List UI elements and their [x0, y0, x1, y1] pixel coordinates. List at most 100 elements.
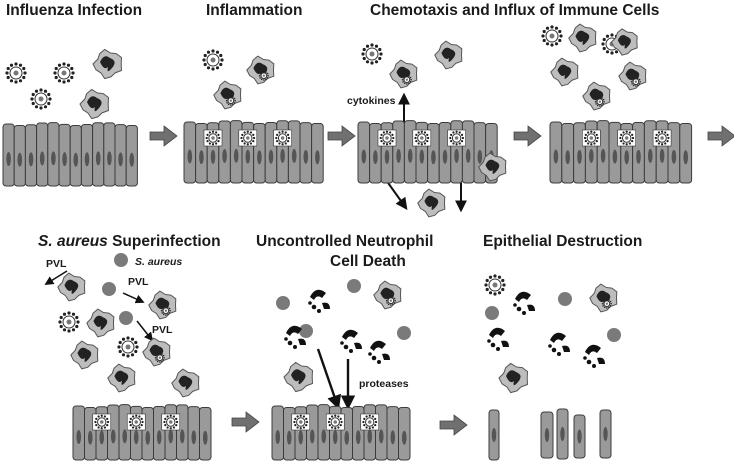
epithelial-cell: [549, 121, 563, 184]
infected-cell-marker: [617, 129, 637, 147]
process-arrow-icon: [327, 125, 356, 147]
influenza-virus-icon: [5, 62, 27, 84]
process-arrow-icon: [513, 125, 542, 147]
label-s-aureus: S. aureus: [135, 256, 182, 268]
influenza-virus-icon: [601, 298, 612, 309]
influenza-virus-icon: [630, 76, 641, 87]
panel-title-superinfection: S. aureus Superinfection: [38, 233, 221, 250]
epithelial-cell: [2, 123, 15, 187]
epithelial-cell: [118, 404, 131, 461]
influenza-virus-icon: [361, 43, 383, 65]
neutrophil-icon: [498, 362, 528, 394]
influenza-virus-icon: [484, 274, 506, 296]
infected-cell-marker: [291, 413, 311, 431]
destroyed-epithelial-cell: [556, 408, 569, 460]
influenza-virus-icon: [293, 414, 309, 430]
infected-cell-marker: [412, 129, 432, 147]
epithelial-cell: [271, 405, 284, 461]
influenza-virus-icon: [30, 88, 52, 110]
neutrophil-icon: [434, 40, 463, 70]
influenza-virus-icon: [202, 49, 224, 71]
neutrophil-icon: [92, 48, 122, 80]
neutrophil-icon: [478, 152, 507, 182]
bacterium-icon: [299, 324, 313, 338]
epithelial-cell: [103, 122, 116, 187]
influenza-virus-icon: [541, 25, 563, 47]
bacterium-icon: [119, 311, 133, 325]
panel-title-influenza: Influenza Infection: [6, 2, 142, 19]
epithelium: [357, 120, 498, 184]
neutrophil-icon: [79, 88, 109, 120]
epithelial-cell: [679, 122, 693, 184]
destroyed-epithelial-cell: [488, 409, 500, 461]
infected-cell-marker: [92, 413, 112, 431]
panel-title-superinfection-rest: Superinfection: [108, 233, 221, 250]
influenza-virus-icon: [154, 352, 165, 363]
epithelial-cell: [187, 406, 200, 461]
epithelial-cell: [561, 122, 575, 184]
bacterium-icon: [397, 326, 411, 340]
process-arrow-icon: [707, 125, 734, 147]
influenza-virus-icon: [58, 311, 80, 333]
process-arrow-icon: [231, 411, 260, 433]
neutrophil-fragment-icon: [284, 325, 306, 349]
neutrophil-icon: [148, 290, 177, 320]
epithelial-cell: [58, 123, 71, 187]
neutrophil-icon: [213, 80, 242, 110]
neutrophil-icon: [283, 361, 313, 393]
influenza-virus-icon: [275, 130, 291, 146]
bacterium-icon: [485, 306, 499, 320]
infected-cell-marker: [581, 129, 601, 147]
influenza-virus-icon: [379, 130, 395, 146]
label-cytokines-top: cytokines: [347, 95, 396, 107]
neutrophil-icon: [417, 188, 446, 218]
epithelial-cell: [176, 404, 189, 461]
influenza-virus-icon: [594, 96, 605, 107]
neutrophil-fragment-icon: [340, 329, 362, 353]
epithelial-cell: [107, 404, 120, 461]
epithelium: [549, 120, 693, 184]
epithelial-cell: [164, 404, 177, 461]
neutrophil-icon: [568, 23, 597, 53]
epithelial-cell: [199, 406, 212, 461]
arrow-cytokines-down-left: [385, 179, 408, 210]
neutrophil-icon: [373, 280, 402, 310]
infected-cell-marker: [360, 413, 380, 431]
label-pvl-2: PVL: [128, 276, 149, 288]
influenza-virus-icon: [205, 130, 221, 146]
epithelial-cell: [357, 121, 371, 184]
epithelial-cell: [80, 123, 94, 187]
label-pvl-1: PVL: [46, 258, 67, 270]
bacterium-icon: [607, 328, 621, 342]
neutrophil-icon: [246, 55, 275, 85]
epithelial-cell: [125, 124, 138, 187]
influenza-virus-icon: [362, 414, 378, 430]
influenza-virus-icon: [258, 70, 269, 81]
arrow-proteases-1: [316, 348, 342, 410]
influenza-virus-icon: [583, 130, 599, 146]
infected-cell-marker: [652, 129, 672, 147]
panel-title-chemotaxis: Chemotaxis and Influx of Immune Cells: [370, 2, 659, 19]
infected-cell-marker: [325, 413, 345, 431]
arrow-pvl-1: [44, 270, 68, 285]
label-pvl-3: PVL: [152, 324, 173, 336]
bacterium-icon: [347, 279, 361, 293]
epithelial-cell: [306, 404, 319, 461]
epithelial-cell: [92, 122, 105, 187]
infected-cell-marker: [238, 129, 258, 147]
neutrophil-icon: [389, 59, 418, 89]
neutrophil-fragment-icon: [308, 289, 330, 313]
infected-cell-marker: [273, 129, 292, 147]
influenza-virus-icon: [53, 62, 75, 84]
influenza-virus-icon: [654, 130, 670, 146]
epithelial-cell: [317, 404, 330, 461]
epithelial-cell: [72, 405, 85, 461]
influenza-virus-icon: [327, 414, 343, 430]
neutrophil-icon: [142, 337, 171, 367]
influenza-virus-icon: [128, 414, 144, 430]
arrow-pvl-3: [136, 320, 154, 342]
bacterium-icon: [114, 253, 128, 267]
label-proteases: proteases: [359, 378, 409, 390]
neutrophil-fragment-icon: [583, 344, 605, 368]
